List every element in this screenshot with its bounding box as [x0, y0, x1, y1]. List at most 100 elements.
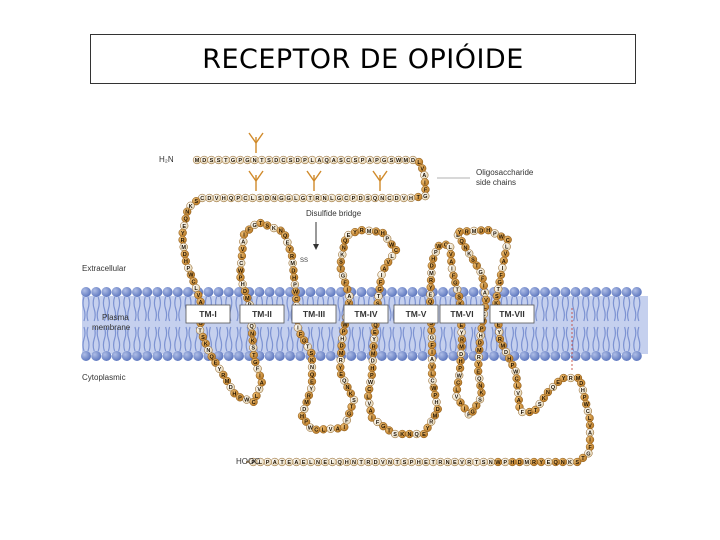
residue-letter: K [349, 392, 353, 398]
lipid-tail [137, 296, 141, 322]
residue-letter: L [366, 394, 370, 400]
residue-letter: N [310, 365, 314, 371]
residue-letter: G [252, 223, 256, 229]
residue-letter: L [240, 254, 244, 260]
residue-letter: T [534, 408, 538, 414]
residue-letter: Y [218, 367, 222, 373]
lipid-tail [510, 326, 514, 352]
lipid-tail [178, 296, 182, 322]
residue-letter: Q [210, 355, 215, 361]
residue-letter: T [309, 196, 313, 202]
residue-letter: F [256, 367, 260, 373]
residue-letter: M [371, 352, 376, 358]
lipid-head-bottom [631, 351, 642, 361]
lipid-head-bottom [540, 351, 550, 361]
residue-letter: H [222, 196, 226, 202]
lipid-tail [561, 296, 565, 322]
lipid-tail [215, 326, 219, 352]
lipid-head-bottom [560, 351, 571, 361]
residue-letter: R [467, 460, 471, 466]
residue-letter: L [331, 460, 335, 466]
residue-letter: E [182, 224, 186, 230]
residue-letter: S [376, 301, 380, 307]
residue-letter: G [341, 274, 345, 280]
lipid-head-top [387, 287, 397, 297]
residue-letter: T [475, 404, 479, 410]
residue-letter: Q [229, 196, 234, 202]
lipid-head-bottom [142, 351, 153, 361]
residue-letter: H [479, 334, 483, 340]
residue-letter: D [374, 230, 378, 236]
residue-letter: T [260, 158, 264, 164]
residue-letter: S [575, 460, 579, 466]
residue-letter: N [250, 331, 254, 337]
residue-letter: V [484, 298, 488, 304]
residue-letter: Y [181, 231, 185, 237]
lipid-tail [123, 296, 127, 322]
lipid-tail [616, 296, 620, 322]
residue-letter: L [322, 427, 326, 433]
residue [379, 422, 388, 431]
lipid-head-bottom [183, 351, 193, 361]
residue-letter: R [360, 228, 364, 234]
lipid-tail [623, 296, 627, 322]
lipid-tail [235, 326, 239, 352]
residue-letter: P [480, 326, 484, 332]
lipid-tail [596, 296, 600, 322]
residue-letter: K [458, 302, 462, 308]
residue-letter: H [510, 460, 514, 466]
residue-letter: E [373, 330, 377, 336]
residue-letter: K [494, 301, 498, 307]
residue-letter: W [188, 273, 194, 279]
residue-letter: C [344, 196, 348, 202]
lipid-head-top [560, 287, 571, 297]
residue-letter: M [245, 296, 250, 302]
residue [207, 352, 216, 361]
lipid-tail [545, 326, 549, 352]
lipid-tail [423, 326, 427, 352]
residue [219, 370, 228, 379]
tm-box [343, 304, 389, 324]
residue-letter: S [390, 158, 394, 164]
residue-letter: E [422, 432, 426, 438]
residue-letter: P [352, 196, 356, 202]
residue-letter: E [424, 460, 428, 466]
residue-letter: H [507, 357, 511, 363]
lipid-tail [555, 296, 559, 322]
lipid-tail [470, 326, 474, 352]
lipid-tail [117, 326, 121, 352]
residue-letter: K [310, 358, 314, 364]
lipid-head-bottom [325, 351, 336, 361]
lipid-head-bottom [121, 351, 132, 361]
residue-letter: P [293, 283, 297, 289]
lipid-tail [592, 326, 596, 352]
residue-letter: R [429, 278, 433, 284]
residue-letter: S [309, 351, 313, 357]
lipid-tail [235, 296, 239, 322]
lipid-head-top [325, 287, 336, 297]
lipid-head-bottom [376, 351, 387, 361]
lipid-head-bottom [519, 351, 530, 361]
residue-letter: P [239, 275, 243, 281]
lipid-tail [576, 296, 580, 322]
lipid-tail [398, 326, 402, 352]
residue-letter: C [243, 196, 247, 202]
residue-letter: I [259, 374, 261, 380]
lipid-tail [168, 296, 172, 322]
lipid-head-bottom [152, 351, 163, 361]
residue-letter: N [272, 196, 276, 202]
residue-letter: D [478, 341, 482, 347]
residue-letter: F [247, 228, 251, 234]
lipid-head-bottom [223, 351, 234, 361]
residue-letter: N [446, 460, 450, 466]
residue-letter: T [339, 267, 343, 273]
lipid-tail [82, 296, 86, 322]
lipid-head-top [121, 287, 132, 297]
residue-letter: N [206, 348, 210, 354]
residue-letter: C [200, 196, 204, 202]
lipid-head-top [315, 287, 326, 297]
lipid-head-top [91, 287, 102, 297]
lipid-head-bottom [580, 351, 591, 361]
